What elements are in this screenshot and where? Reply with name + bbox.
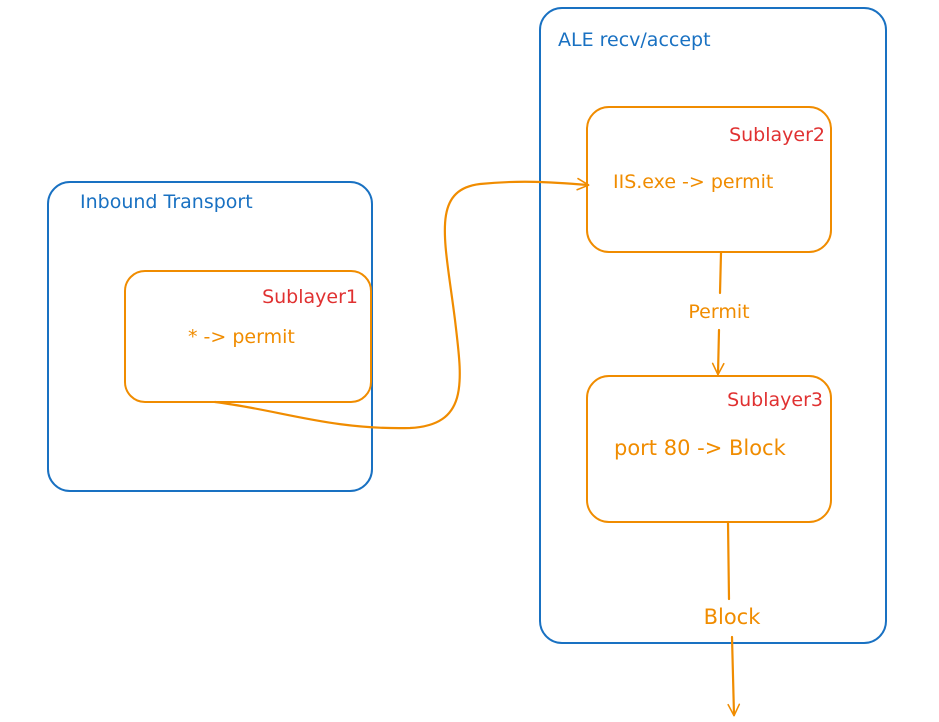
sublayer-title: Sublayer3 [727, 389, 823, 411]
connector-line-upper [718, 251, 723, 295]
connector-line-lower [711, 328, 725, 376]
connector-label: Permit [688, 301, 749, 323]
layer-frame[interactable] [539, 7, 887, 644]
sublayer-rule: port 80 -> Block [614, 436, 787, 460]
sublayer-3[interactable]: Sublayer3 port 80 -> Block [586, 375, 832, 523]
layer-title: ALE recv/accept [558, 29, 711, 51]
sublayer-1[interactable]: Sublayer1 * -> permit [124, 270, 372, 403]
layer-title: Inbound Transport [80, 191, 253, 213]
sublayer-title: Sublayer1 [262, 286, 358, 308]
layer-ale-recv-accept[interactable]: ALE recv/accept [539, 7, 887, 644]
sublayer-title: Sublayer2 [729, 124, 825, 146]
sublayer-rule: * -> permit [188, 326, 295, 348]
connector-line-lower [727, 635, 741, 717]
sublayer-frame[interactable] [124, 270, 372, 403]
connector-sublayer1-to-sublayer2[interactable] [213, 177, 590, 430]
sublayer-rule: IIS.exe -> permit [613, 171, 773, 193]
connector-label: Block [704, 605, 762, 629]
connector-sublayer3-to-outside[interactable]: Block [704, 520, 762, 717]
connector-line-upper [726, 520, 731, 601]
sublayer-2[interactable]: Sublayer2 IIS.exe -> permit [586, 106, 832, 253]
connector-sublayer2-to-sublayer3[interactable]: Permit [688, 251, 750, 376]
sublayer-frame[interactable] [586, 375, 832, 523]
